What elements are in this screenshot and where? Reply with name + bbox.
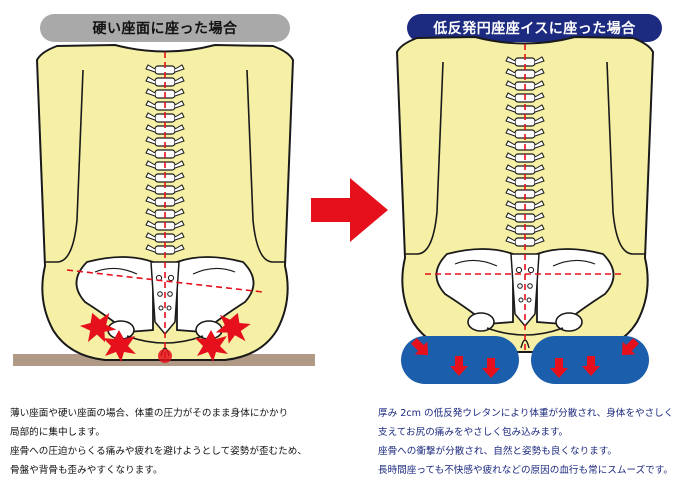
caption-line: 長時間座っても不快感や疲れなどの原因の血行も常にスムーズです。 (378, 465, 674, 476)
caption-line: 支えてお尻の痛みをやさしく包み込みます。 (378, 427, 569, 438)
comparison-illustration (13, 36, 654, 384)
caption-line: 局部的に集中します。 (10, 427, 105, 438)
caption-line: 座骨への圧迫からくる痛みや疲れを避けようとして姿勢が歪むため、 (10, 446, 307, 457)
left-scene (13, 44, 315, 366)
caption-line: 骨盤や背骨も歪みやすくなります。 (10, 465, 163, 476)
caption-line: 座骨への衝撃が分散され、自然と姿勢も良くなります。 (378, 446, 617, 457)
caption-line: 厚み 2cm の低反発ウレタンにより体重が分散され、身体をやさしく (378, 408, 674, 419)
left-panel-title: 硬い座面に座った場合 (40, 14, 290, 42)
arrow-right-icon (311, 178, 388, 242)
left-caption: 薄い座面や硬い座面の場合、体重の圧力がそのまま身体にかかり 局部的に集中します。… (10, 404, 307, 480)
right-scene (396, 36, 654, 384)
caption-line: 薄い座面や硬い座面の場合、体重の圧力がそのまま身体にかかり (10, 408, 289, 419)
right-caption: 厚み 2cm の低反発ウレタンにより体重が分散され、身体をやさしく 支えてお尻の… (378, 404, 673, 480)
